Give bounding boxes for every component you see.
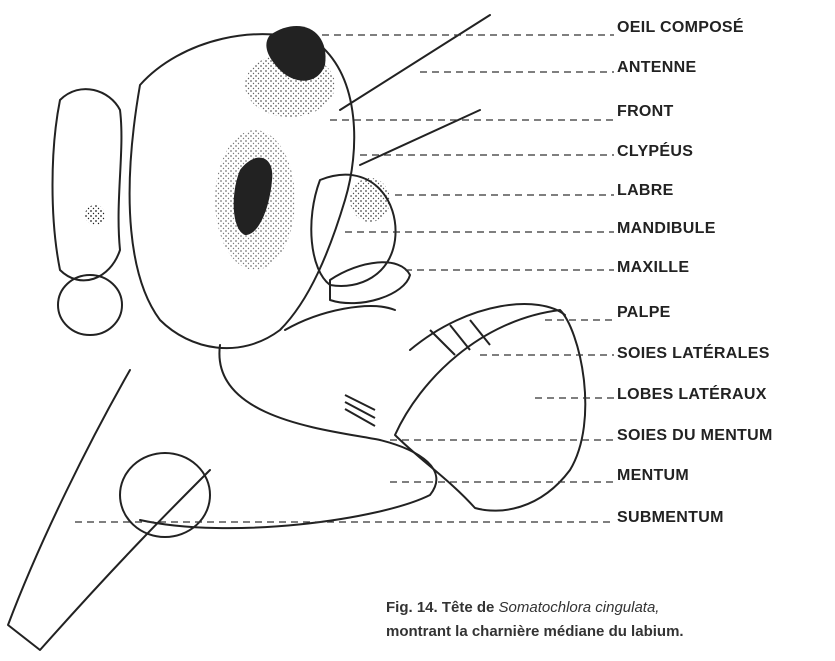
- label-soies-du-mentum: SOIES DU MENTUM: [617, 428, 773, 444]
- caption-species: Somatochlora cingulata,: [499, 599, 660, 616]
- label-antenne: ANTENNE: [617, 60, 696, 76]
- maxille-outline: [330, 262, 410, 303]
- submentum-outline: [8, 370, 210, 650]
- caption-line-1: Fig. 14. Tête de Somatochlora cingulata,: [386, 596, 684, 620]
- label-labre: LABRE: [617, 183, 674, 199]
- label-front: FRONT: [617, 104, 674, 120]
- label-mentum: MENTUM: [617, 468, 689, 484]
- caption-prefix: Tête de: [442, 599, 495, 616]
- antenna-line-2: [360, 110, 480, 165]
- occiput-outline: [53, 89, 122, 280]
- caption-line-2: montrant la charnière médiane du labium.: [386, 620, 684, 644]
- label-palpe: PALPE: [617, 305, 671, 321]
- neck-cylinder: [58, 275, 122, 335]
- label-clypeus: CLYPÉUS: [617, 144, 693, 160]
- antenna-line: [340, 15, 490, 110]
- label-oeil-compose: OEIL COMPOSÉ: [617, 20, 744, 36]
- label-soies-laterales: SOIES LATÉRALES: [617, 346, 770, 362]
- label-submentum: SUBMENTUM: [617, 510, 724, 526]
- figure-caption: Fig. 14. Tête de Somatochlora cingulata,…: [386, 596, 684, 644]
- palpe-outline: [285, 306, 395, 330]
- caption-fig-number: Fig. 14.: [386, 599, 438, 616]
- stalk-outline: [140, 345, 436, 528]
- label-lobes-lateraux: LOBES LATÉRAUX: [617, 387, 767, 403]
- label-maxille: MAXILLE: [617, 260, 689, 276]
- label-mandibule: MANDIBULE: [617, 221, 716, 237]
